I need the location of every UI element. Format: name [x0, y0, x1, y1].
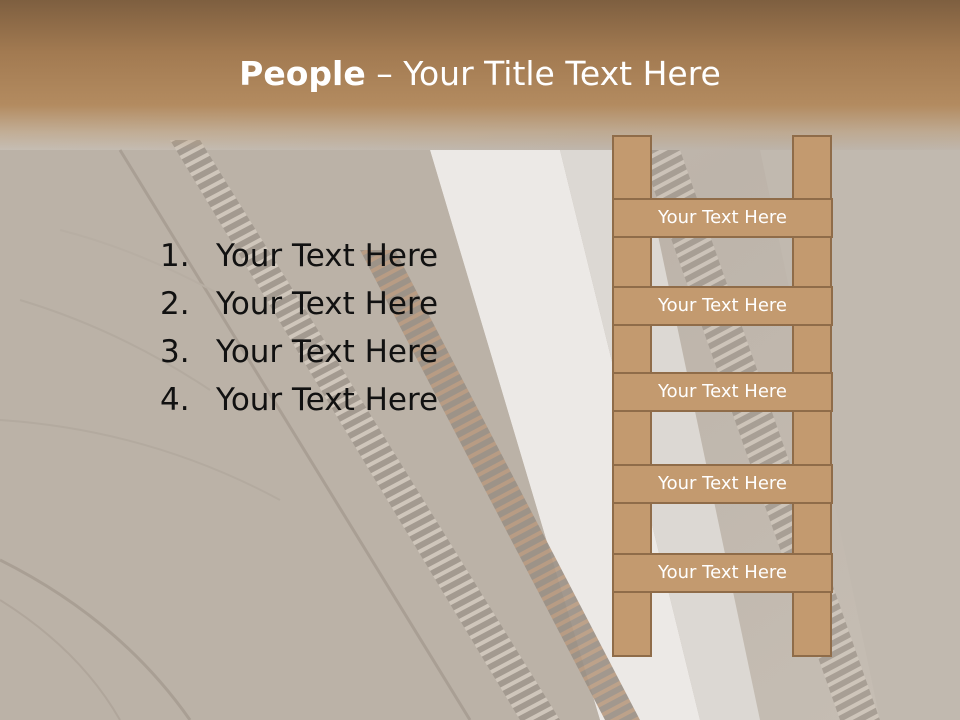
ladder-rung: Your Text Here [612, 198, 833, 238]
list-item: 1. Your Text Here [160, 232, 540, 280]
list-item: 4. Your Text Here [160, 376, 540, 424]
list-item: 2. Your Text Here [160, 280, 540, 328]
title-bold-part: People [239, 54, 366, 93]
ladder-rung: Your Text Here [612, 464, 833, 504]
list-number: 2. [160, 286, 190, 322]
ladder-rung: Your Text Here [612, 553, 833, 593]
slide-title: People – Your Title Text Here [0, 52, 960, 96]
list-text: Your Text Here [216, 334, 439, 370]
title-rest-part: – Your Title Text Here [365, 54, 721, 93]
title-band [0, 0, 960, 150]
list-item: 3. Your Text Here [160, 328, 540, 376]
list-number: 1. [160, 238, 190, 274]
list-text: Your Text Here [216, 286, 439, 322]
list-number: 4. [160, 382, 190, 418]
ladder-rung: Your Text Here [612, 372, 833, 412]
numbered-list: 1. Your Text Here 2. Your Text Here 3. Your… [160, 232, 540, 424]
ladder-rung: Your Text Here [612, 286, 833, 326]
list-text: Your Text Here [216, 238, 439, 274]
list-text: Your Text Here [216, 382, 439, 418]
list-number: 3. [160, 334, 190, 370]
